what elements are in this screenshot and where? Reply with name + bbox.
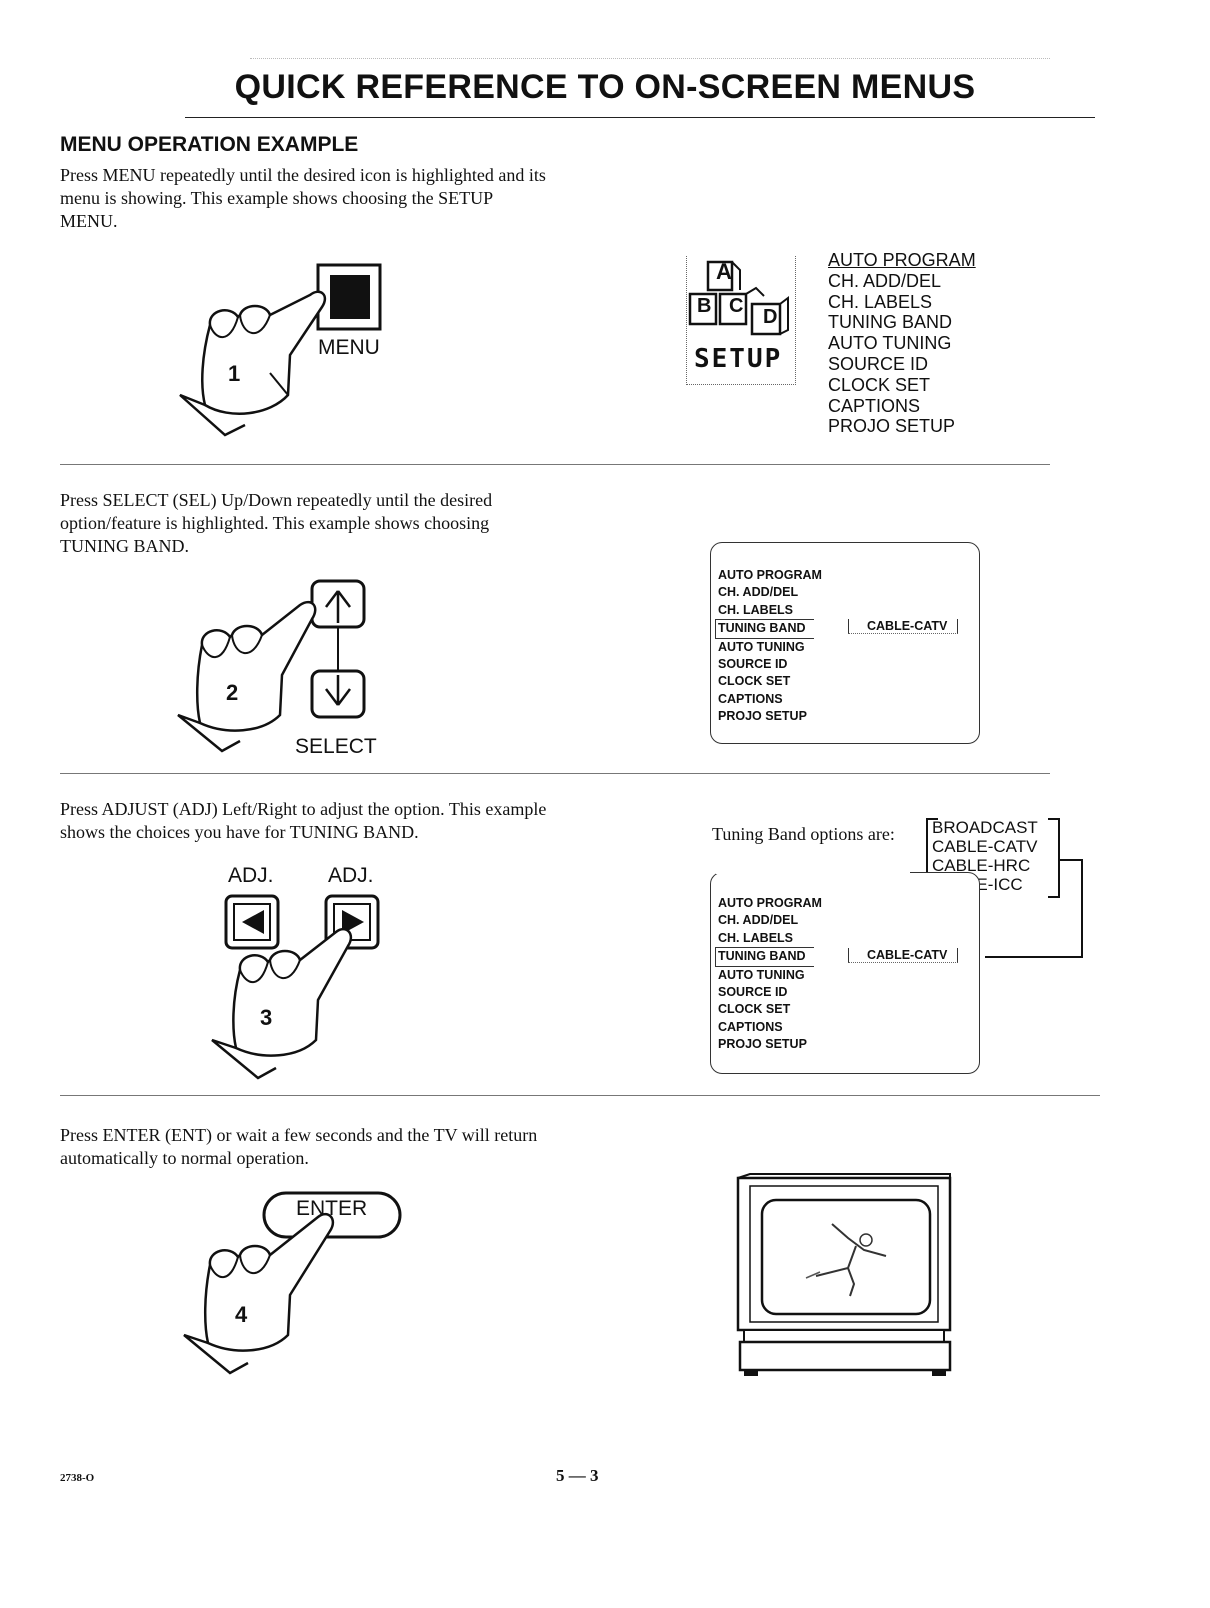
osd-menu-tuning-band <box>710 542 980 744</box>
osd-menu-item[interactable]: CAPTIONS <box>718 691 783 706</box>
title-underline <box>185 117 1095 118</box>
tuning-band-option[interactable]: BROADCAST <box>932 818 1038 837</box>
block-c-letter: C <box>729 295 744 317</box>
menu-button-label: MENU <box>318 336 380 359</box>
divider-3 <box>60 1095 1100 1096</box>
osd-menu-item[interactable]: CH. LABELS <box>718 930 793 945</box>
divider-1 <box>60 464 1050 465</box>
block-d-letter: D <box>763 306 778 328</box>
setup-menu-item[interactable]: AUTO PROGRAM <box>828 250 976 270</box>
setup-menu-item[interactable]: AUTO TUNING <box>828 333 952 354</box>
connector-vertical <box>1081 859 1083 957</box>
page-title: QUICK REFERENCE TO ON-SCREEN MENUS <box>234 68 976 106</box>
step-1-instructions: Press MENU repeatedly until the desired … <box>60 165 546 231</box>
osd-menu-item[interactable]: CH. ADD/DEL <box>718 585 799 600</box>
step-3-number: 3 <box>260 1005 273 1030</box>
osd-menu-item[interactable]: SOURCE ID <box>718 657 788 672</box>
osd-menu-item-highlighted[interactable]: TUNING BAND <box>715 619 814 639</box>
osd-menu-item[interactable]: AUTO PROGRAM <box>718 568 822 582</box>
osd-menu-item[interactable]: CAPTIONS <box>718 1019 783 1034</box>
setup-menu-list: AUTO PROGRAM CH. ADD/DEL CH. LABELS TUNI… <box>828 250 976 437</box>
block-b-letter: B <box>697 295 712 317</box>
setup-menu-item[interactable]: CAPTIONS <box>828 395 921 416</box>
osd-menu-tuning-band-adjust <box>710 872 980 1074</box>
osd-menu-item[interactable]: CH. LABELS <box>718 602 793 617</box>
osd-menu-item[interactable]: CH. ADD/DEL <box>718 913 799 928</box>
step-1-number: 1 <box>228 361 241 386</box>
step-2-number: 2 <box>226 680 239 705</box>
hand-pressing-menu-illustration <box>179 263 382 437</box>
step-3-instructions: Press ADJUST (ADJ) Left/Right to adjust … <box>60 799 547 842</box>
osd-menu-item[interactable]: SOURCE ID <box>718 985 788 1000</box>
enter-button-label: ENTER <box>296 1197 368 1220</box>
step-4-instructions: Press ENTER (ENT) or wait a few seconds … <box>60 1125 538 1168</box>
osd-menu-item[interactable]: AUTO TUNING <box>718 967 805 982</box>
tuning-band-option[interactable]: CABLE-HRC <box>932 856 1031 875</box>
tuning-band-options-intro: Tuning Band options are: <box>712 824 895 844</box>
setup-icon-frame <box>686 256 796 385</box>
osd-selected-value[interactable]: CABLE-CATV <box>848 948 959 963</box>
page-number: 5 — 3 <box>556 1466 599 1485</box>
osd-menu-item[interactable]: PROJO SETUP <box>718 709 807 724</box>
connector-bottom <box>985 956 1083 958</box>
hand-pressing-enter-illustration <box>183 1191 402 1375</box>
tuning-band-option[interactable]: CABLE-CATV <box>932 837 1038 856</box>
setup-menu-item[interactable]: CLOCK SET <box>828 374 931 395</box>
osd-menu-item[interactable]: AUTO TUNING <box>718 639 805 654</box>
osd-selected-value[interactable]: CABLE-CATV <box>848 619 959 634</box>
divider-2 <box>60 773 1050 774</box>
select-button-label: SELECT <box>295 735 377 758</box>
osd-menu-list-step-3: AUTO PROGRAM CH. ADD/DEL CH. LABELS TUNI… <box>715 895 822 1054</box>
setup-blocks-icon <box>688 260 789 336</box>
setup-icon-label: SETUP <box>694 344 783 374</box>
television-illustration <box>736 1173 952 1376</box>
hand-pressing-select-illustration <box>177 579 366 753</box>
osd-menu-item[interactable]: PROJO SETUP <box>718 1037 807 1052</box>
options-right-bracket <box>1048 818 1060 898</box>
setup-menu-item[interactable]: CH. LABELS <box>828 291 933 312</box>
osd-menu-item[interactable]: AUTO PROGRAM <box>718 896 822 910</box>
adj-right-label: ADJ. <box>328 864 374 887</box>
adj-left-label: ADJ. <box>228 864 274 887</box>
osd-menu-item[interactable]: CLOCK SET <box>718 674 791 689</box>
setup-menu-item[interactable]: PROJO SETUP <box>828 416 956 437</box>
hand-pressing-adjust-illustration <box>211 894 380 1080</box>
step-4-number: 4 <box>235 1302 248 1327</box>
osd-menu-item[interactable]: CLOCK SET <box>718 1002 791 1017</box>
setup-menu-item[interactable]: TUNING BAND <box>828 312 953 333</box>
setup-menu-item[interactable]: CH. ADD/DEL <box>828 270 942 291</box>
block-a-letter: A <box>716 259 732 284</box>
setup-menu-item[interactable]: SOURCE ID <box>828 353 929 374</box>
connector-top <box>1060 859 1082 861</box>
section-title: MENU OPERATION EXAMPLE <box>60 133 359 156</box>
top-dotted-rule <box>250 58 1050 59</box>
osd-menu-list-step-2: AUTO PROGRAM CH. ADD/DEL CH. LABELS TUNI… <box>715 567 822 726</box>
step-2-instructions: Press SELECT (SEL) Up/Down repeatedly un… <box>60 490 493 556</box>
osd-top-gap <box>716 870 910 874</box>
footer-code: 2738-O <box>60 1472 95 1484</box>
osd-menu-item-highlighted[interactable]: TUNING BAND <box>715 947 814 967</box>
